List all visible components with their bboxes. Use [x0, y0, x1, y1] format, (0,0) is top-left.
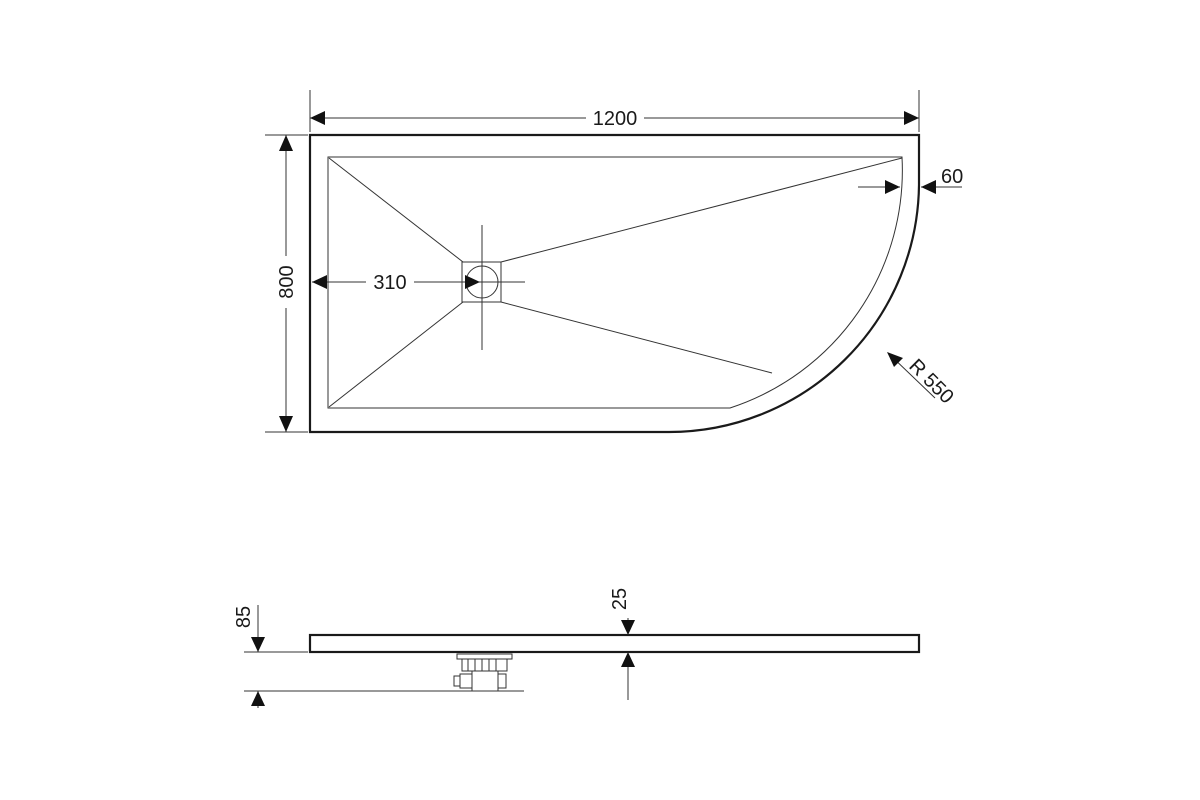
arrowhead	[251, 691, 265, 706]
side-view: 85 25	[233, 588, 921, 708]
dimension-label-total-height: 85	[233, 606, 255, 628]
dimension-label-tray-thickness: 25	[609, 588, 631, 610]
tray-outer-outline	[308, 133, 921, 434]
tray-inner-outline	[327, 156, 903, 409]
dimension-rim: 60	[858, 166, 963, 194]
arrowhead	[465, 275, 480, 289]
arrowhead	[885, 180, 900, 194]
slope-line	[328, 157, 464, 263]
dimension-length: 1200	[309, 90, 920, 132]
arrowhead	[279, 416, 293, 432]
arrowhead	[310, 111, 325, 125]
dimension-width: 800	[265, 134, 308, 433]
arrowhead	[887, 352, 903, 367]
drain	[440, 225, 525, 350]
dimension-label-radius: R 550	[904, 355, 957, 408]
slope-line	[500, 301, 773, 374]
dimension-radius: R 550	[887, 352, 958, 408]
dimension-label-length: 1200	[593, 108, 638, 130]
arrowhead	[904, 111, 919, 125]
dimension-label-drain-offset: 310	[373, 272, 406, 294]
slope-line	[500, 157, 903, 263]
arrowhead	[251, 637, 265, 652]
drain-siphon	[453, 653, 513, 692]
arrowhead	[621, 620, 635, 635]
dimension-label-rim: 60	[941, 166, 963, 188]
slope-line	[328, 301, 464, 408]
tray-side-slab	[308, 633, 921, 654]
dimension-label-width: 800	[276, 265, 298, 298]
arrowhead	[312, 275, 327, 289]
arrowhead	[921, 180, 936, 194]
dimension-total-height: 85	[233, 605, 524, 708]
arrowhead	[279, 135, 293, 151]
arrowhead	[621, 652, 635, 667]
dimension-drain-offset: 310	[312, 272, 480, 294]
dimension-tray-thickness: 25	[609, 588, 635, 700]
top-view: 1200 800 310 60	[265, 90, 963, 434]
